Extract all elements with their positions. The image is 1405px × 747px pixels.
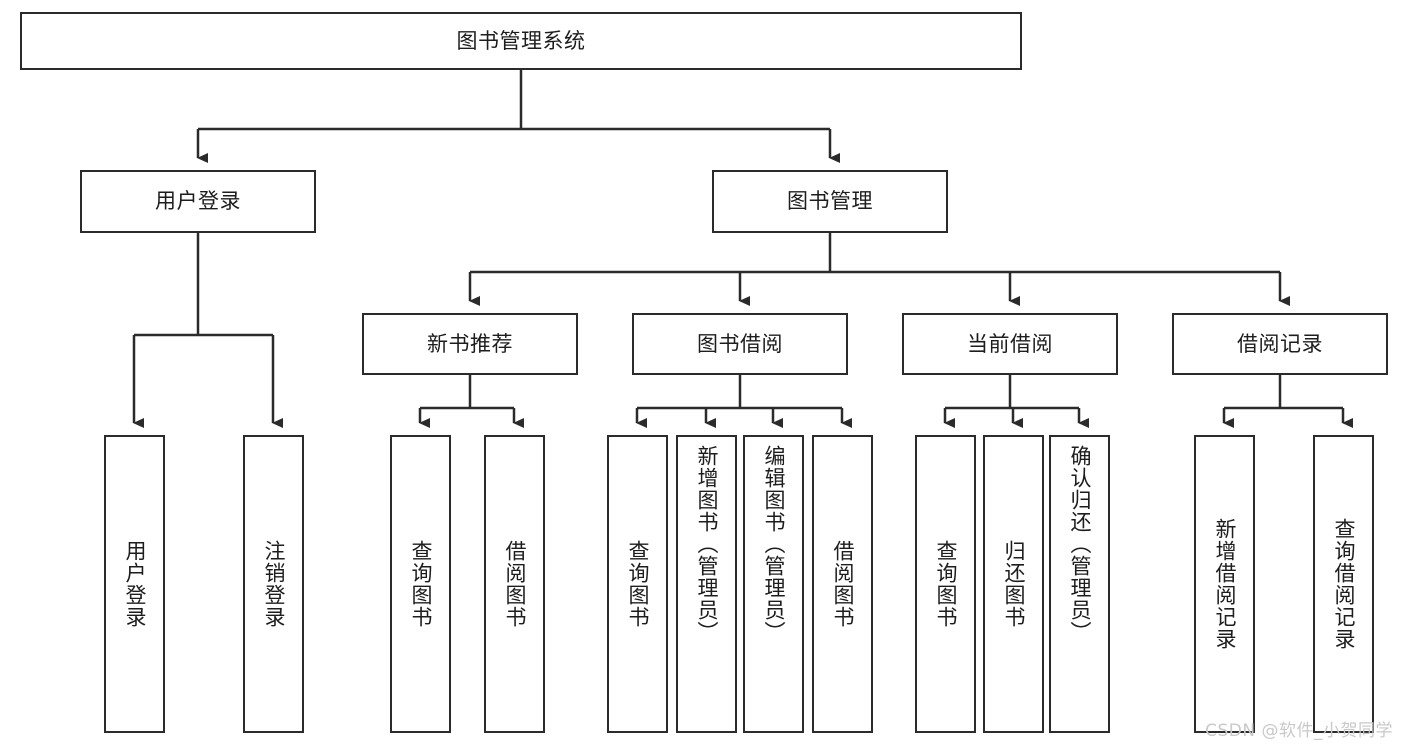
node-borrow-record-label: 借阅记录 bbox=[1237, 331, 1323, 356]
node-new-book-recommend-label: 新书推荐 bbox=[427, 331, 513, 356]
node-leaf-add-book-label: 新增图书（管理员） bbox=[694, 445, 719, 643]
node-current-borrow-label: 当前借阅 bbox=[967, 331, 1053, 356]
node-current-borrow[interactable]: 当前借阅 bbox=[902, 313, 1118, 375]
node-leaf-add-book[interactable]: 新增图书（管理员） bbox=[676, 435, 737, 733]
node-leaf-user-logout[interactable]: 注销登录 bbox=[243, 435, 304, 733]
node-book-manage-label: 图书管理 bbox=[787, 189, 873, 214]
node-leaf-user-login-label: 用户登录 bbox=[122, 540, 147, 628]
node-borrow-record[interactable]: 借阅记录 bbox=[1172, 313, 1388, 375]
node-leaf-edit-book-label: 编辑图书（管理员） bbox=[761, 445, 786, 643]
node-leaf-query-book-1-label: 查询图书 bbox=[408, 540, 433, 628]
node-book-borrow[interactable]: 图书借阅 bbox=[632, 313, 848, 375]
node-user-login-label: 用户登录 bbox=[155, 189, 241, 214]
node-leaf-return-book[interactable]: 归还图书 bbox=[983, 435, 1044, 733]
node-leaf-query-record-label: 查询借阅记录 bbox=[1331, 518, 1356, 650]
node-leaf-borrow-book-1-label: 借阅图书 bbox=[502, 540, 527, 628]
node-new-book-recommend[interactable]: 新书推荐 bbox=[362, 313, 578, 375]
node-leaf-add-record[interactable]: 新增借阅记录 bbox=[1194, 435, 1255, 733]
node-root[interactable]: 图书管理系统 bbox=[20, 12, 1022, 70]
node-leaf-borrow-book-2-label: 借阅图书 bbox=[830, 540, 855, 628]
node-root-label: 图书管理系统 bbox=[456, 28, 586, 53]
node-leaf-user-logout-label: 注销登录 bbox=[261, 540, 286, 628]
node-book-borrow-label: 图书借阅 bbox=[697, 331, 783, 356]
node-leaf-return-book-label: 归还图书 bbox=[1001, 540, 1026, 628]
node-leaf-borrow-book-2[interactable]: 借阅图书 bbox=[812, 435, 873, 733]
node-leaf-user-login[interactable]: 用户登录 bbox=[104, 435, 165, 733]
node-leaf-query-record[interactable]: 查询借阅记录 bbox=[1313, 435, 1374, 733]
node-leaf-query-book-3-label: 查询图书 bbox=[933, 540, 958, 628]
node-leaf-add-record-label: 新增借阅记录 bbox=[1212, 518, 1237, 650]
node-leaf-confirm-return[interactable]: 确认归还（管理员） bbox=[1049, 435, 1110, 733]
node-leaf-query-book-2[interactable]: 查询图书 bbox=[607, 435, 668, 733]
node-leaf-edit-book[interactable]: 编辑图书（管理员） bbox=[743, 435, 804, 733]
node-leaf-query-book-1[interactable]: 查询图书 bbox=[390, 435, 451, 733]
csdn-watermark: CSDN @软件_小贺同学 bbox=[1205, 721, 1393, 741]
node-leaf-query-book-3[interactable]: 查询图书 bbox=[915, 435, 976, 733]
node-user-login[interactable]: 用户登录 bbox=[80, 170, 316, 233]
node-leaf-borrow-book-1[interactable]: 借阅图书 bbox=[484, 435, 545, 733]
node-book-manage[interactable]: 图书管理 bbox=[712, 170, 948, 233]
node-leaf-confirm-return-label: 确认归还（管理员） bbox=[1067, 445, 1092, 643]
node-leaf-query-book-2-label: 查询图书 bbox=[625, 540, 650, 628]
